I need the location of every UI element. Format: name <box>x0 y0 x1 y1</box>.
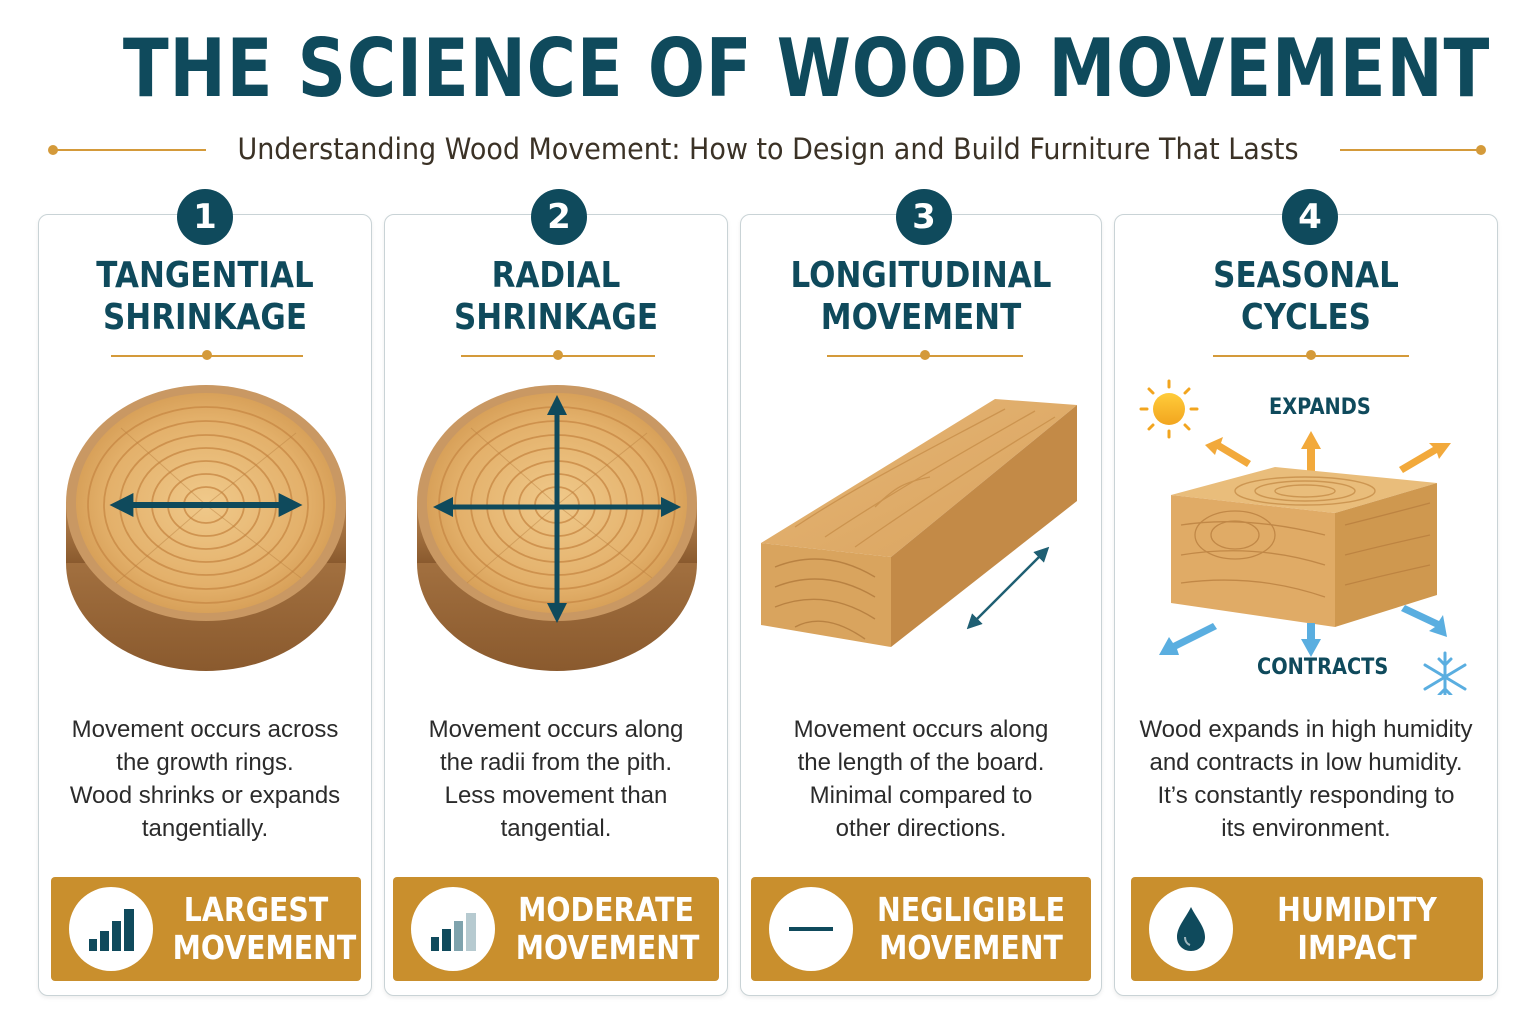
subtitle-row: Understanding Wood Movement: How to Desi… <box>48 128 1488 172</box>
badge-icon-circle <box>411 887 495 971</box>
badge-icon-circle <box>69 887 153 971</box>
page-title: THE SCIENCE OF WOOD MOVEMENT <box>122 22 1491 115</box>
snowflake-icon <box>1423 651 1467 695</box>
subtitle-right-dot <box>1476 145 1486 155</box>
page-subtitle: Understanding Wood Movement: How to Desi… <box>237 132 1299 166</box>
wood-board-illustration <box>761 399 1077 647</box>
bar-chart-large-icon <box>89 909 134 951</box>
bar-chart-medium-icon <box>431 913 476 951</box>
expands-label: EXPANDS <box>1269 395 1371 420</box>
step-number: 4 <box>1282 189 1338 245</box>
badge-icon-circle <box>769 887 853 971</box>
subtitle-left-line <box>56 149 206 151</box>
step-number: 2 <box>531 189 587 245</box>
card-divider-dot <box>202 350 212 360</box>
sun-icon <box>1139 379 1199 439</box>
card-divider-dot <box>920 350 930 360</box>
contracts-label: CONTRACTS <box>1257 655 1389 680</box>
step-number: 3 <box>896 189 952 245</box>
subtitle-right-line <box>1340 149 1478 151</box>
badge-icon-circle <box>1149 887 1233 971</box>
step-number: 1 <box>177 189 233 245</box>
card-divider-dot <box>553 350 563 360</box>
seasonal-block-illustration <box>1139 379 1467 695</box>
log-cross-section-illustration <box>66 385 346 671</box>
water-drop-icon <box>1177 907 1205 951</box>
subtitle-left-dot <box>48 145 58 155</box>
card-divider-dot <box>1306 350 1316 360</box>
log-cross-section-illustration <box>417 385 697 671</box>
minus-line-icon <box>789 927 833 931</box>
